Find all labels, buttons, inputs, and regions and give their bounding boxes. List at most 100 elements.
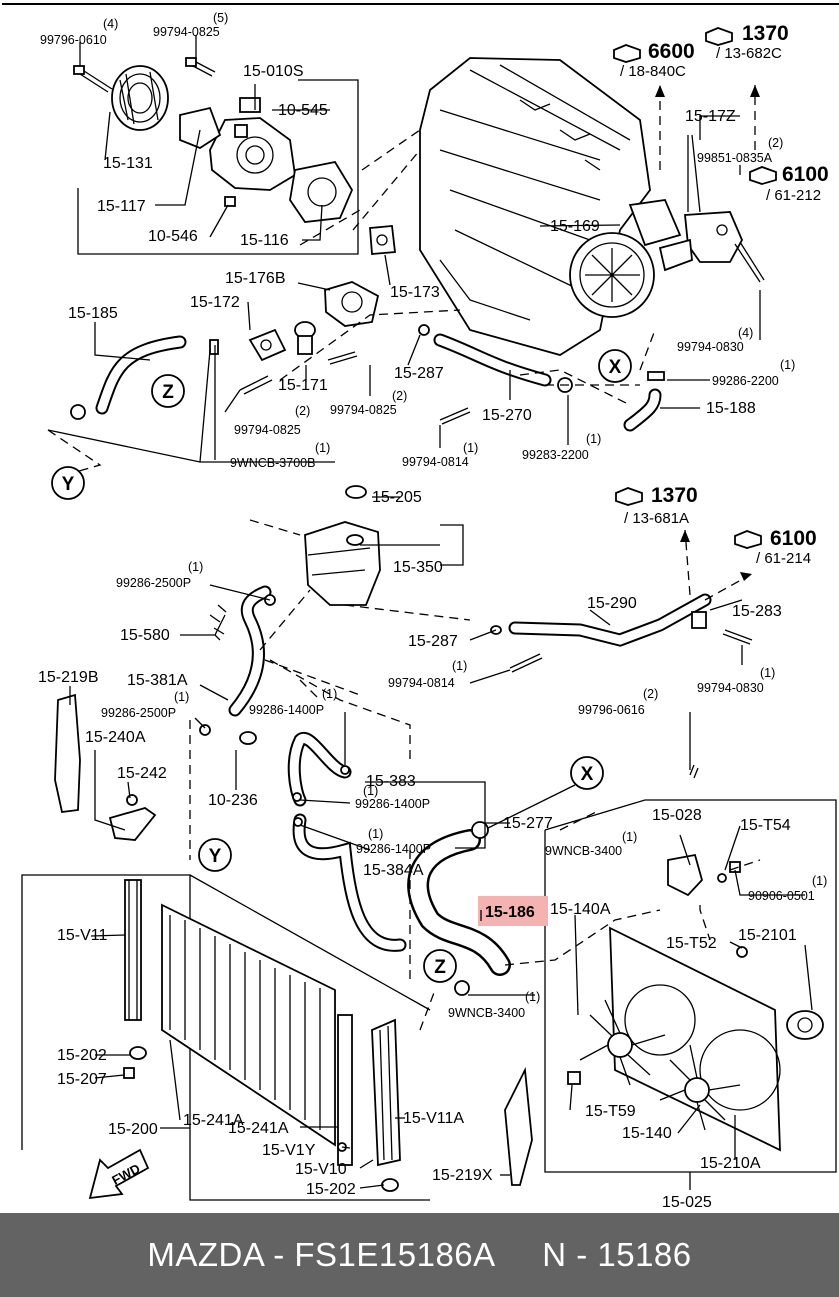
callout[interactable]: 15-169 <box>550 218 600 235</box>
callout[interactable]: (1) <box>188 560 203 574</box>
callout[interactable]: (1) <box>586 432 601 446</box>
callout[interactable]: 15-17Z <box>685 108 736 125</box>
callout[interactable]: 15-287 <box>394 365 444 382</box>
callout[interactable]: 99286-2500P <box>116 576 191 590</box>
callout[interactable]: 99851-0835A <box>697 151 773 165</box>
highlighted-part-label[interactable]: 15-186 <box>485 904 535 921</box>
callout[interactable]: 15-200 <box>108 1121 158 1138</box>
callout[interactable]: (1) <box>525 990 540 1004</box>
callout[interactable]: 99794-0825 <box>234 423 301 437</box>
callout[interactable]: (1) <box>622 830 637 844</box>
callout[interactable]: (1) <box>780 358 795 372</box>
callout[interactable]: 15-176B <box>225 270 286 287</box>
callout[interactable]: 99794-0830 <box>677 340 744 354</box>
callout[interactable]: 15-287 <box>408 633 458 650</box>
reference-6100-mid[interactable]: 6100 / 61-214 <box>734 527 817 567</box>
callout[interactable]: 15-185 <box>68 305 118 322</box>
callout[interactable]: 99794-0814 <box>388 676 455 690</box>
callout[interactable]: 15-283 <box>732 603 782 620</box>
callout[interactable]: 15-171 <box>278 377 328 394</box>
callout[interactable]: 9WNCB-3400 <box>545 844 622 858</box>
callout[interactable]: 15-210A <box>700 1155 761 1172</box>
callout[interactable]: 15-188 <box>706 400 756 417</box>
callout[interactable]: 15-117 <box>97 198 146 215</box>
callout[interactable]: (4) <box>103 17 118 31</box>
callout[interactable]: 15-383 <box>366 773 416 790</box>
callout[interactable]: 15-2101 <box>738 927 797 944</box>
callout[interactable]: 15-010S <box>243 63 304 80</box>
callout[interactable]: (1) <box>322 687 337 701</box>
callout[interactable]: 15-V10 <box>295 1161 347 1178</box>
callout[interactable]: 15-T59 <box>585 1103 636 1120</box>
callout[interactable]: 15-140A <box>550 901 611 918</box>
callout[interactable]: 15-240A <box>85 729 146 746</box>
callout[interactable]: (1) <box>363 784 378 798</box>
callout[interactable]: 99286-2500P <box>101 706 176 720</box>
callout[interactable]: (1) <box>315 441 330 455</box>
callout[interactable]: (1) <box>760 666 775 680</box>
callout[interactable]: 15-V1Y <box>262 1142 316 1159</box>
callout[interactable]: 15-219B <box>38 669 99 686</box>
thermostat-housing-15-176B <box>324 281 380 327</box>
callout[interactable]: (2) <box>392 389 407 403</box>
reference-6600[interactable]: 6600 / 18-840C <box>613 40 695 80</box>
callout[interactable]: 15-202 <box>57 1047 107 1064</box>
reference-page: / 18-840C <box>620 63 686 80</box>
callout[interactable]: 15-131 <box>103 155 153 172</box>
callout[interactable]: 15-173 <box>390 284 440 301</box>
callout[interactable]: (2) <box>295 404 310 418</box>
callout[interactable]: 15-580 <box>120 627 170 644</box>
callout[interactable]: (4) <box>738 326 753 340</box>
callout[interactable]: 99283-2200 <box>522 448 589 462</box>
callout[interactable]: 15-241A <box>228 1120 289 1137</box>
callout[interactable]: (2) <box>768 136 783 150</box>
reference-1370-top[interactable]: 1370 / 13-682C <box>705 22 789 62</box>
callout[interactable]: 90906-0501 <box>748 889 815 903</box>
callout[interactable]: (1) <box>174 690 189 704</box>
callout[interactable]: (1) <box>463 441 478 455</box>
callout[interactable]: 99796-0610 <box>40 33 107 47</box>
callout[interactable]: 15-025 <box>662 1194 712 1210</box>
reference-6100-top[interactable]: 6100 / 61-212 <box>749 163 829 204</box>
callout[interactable]: 99286-1400P <box>355 797 430 811</box>
callout[interactable]: 15-241A <box>183 1112 244 1129</box>
callout[interactable]: 15-172 <box>190 294 240 311</box>
callout[interactable]: 15-207 <box>57 1071 107 1088</box>
callout[interactable]: 10-546 <box>148 228 198 245</box>
callout[interactable]: 10-236 <box>208 792 258 809</box>
callout[interactable]: 99286-2200 <box>712 374 779 388</box>
callout[interactable]: 15-V11A <box>403 1110 464 1127</box>
callout[interactable]: 99796-0616 <box>578 703 645 717</box>
callout[interactable]: 10-545 <box>278 102 328 119</box>
callout[interactable]: 15-205 <box>372 489 422 506</box>
callout[interactable]: 15-242 <box>117 765 167 782</box>
callout[interactable]: 15-V11 <box>57 927 108 944</box>
callout[interactable]: 15-381A <box>127 672 188 689</box>
callout[interactable]: 99794-0814 <box>402 455 469 469</box>
callout[interactable]: (1) <box>368 827 383 841</box>
callout[interactable]: 9WNCB-3400 <box>448 1006 525 1020</box>
callout[interactable]: 15-219X <box>432 1167 493 1184</box>
callout[interactable]: 99794-0830 <box>697 681 764 695</box>
callout[interactable]: 15-270 <box>482 407 532 424</box>
callout[interactable]: 99794-0825 <box>330 403 397 417</box>
callout[interactable]: 99794-0825 <box>153 25 220 39</box>
callout[interactable]: 15-T54 <box>740 817 791 834</box>
callout[interactable]: (5) <box>213 11 228 25</box>
callout[interactable]: 15-116 <box>240 232 289 249</box>
reference-1370-mid[interactable]: 1370 / 13-681A <box>615 484 698 527</box>
callout[interactable]: 15-384A <box>363 862 424 879</box>
callout[interactable]: 15-202 <box>306 1181 356 1198</box>
callout[interactable]: 15-140 <box>622 1125 672 1142</box>
callout[interactable]: 15-T52 <box>666 935 717 952</box>
callout[interactable]: 15-028 <box>652 807 702 824</box>
callout[interactable]: 9WNCB-3700B <box>230 456 315 470</box>
callout[interactable]: 99286-1400P <box>249 703 324 717</box>
callout[interactable]: 15-290 <box>587 595 637 612</box>
callout[interactable]: (2) <box>643 687 658 701</box>
callout[interactable]: (1) <box>452 659 467 673</box>
callout[interactable]: 15-277 <box>503 815 553 832</box>
callout[interactable]: 15-350 <box>393 559 443 576</box>
callout[interactable]: 99286-1400P <box>356 842 431 856</box>
callout[interactable]: (1) <box>812 874 827 888</box>
